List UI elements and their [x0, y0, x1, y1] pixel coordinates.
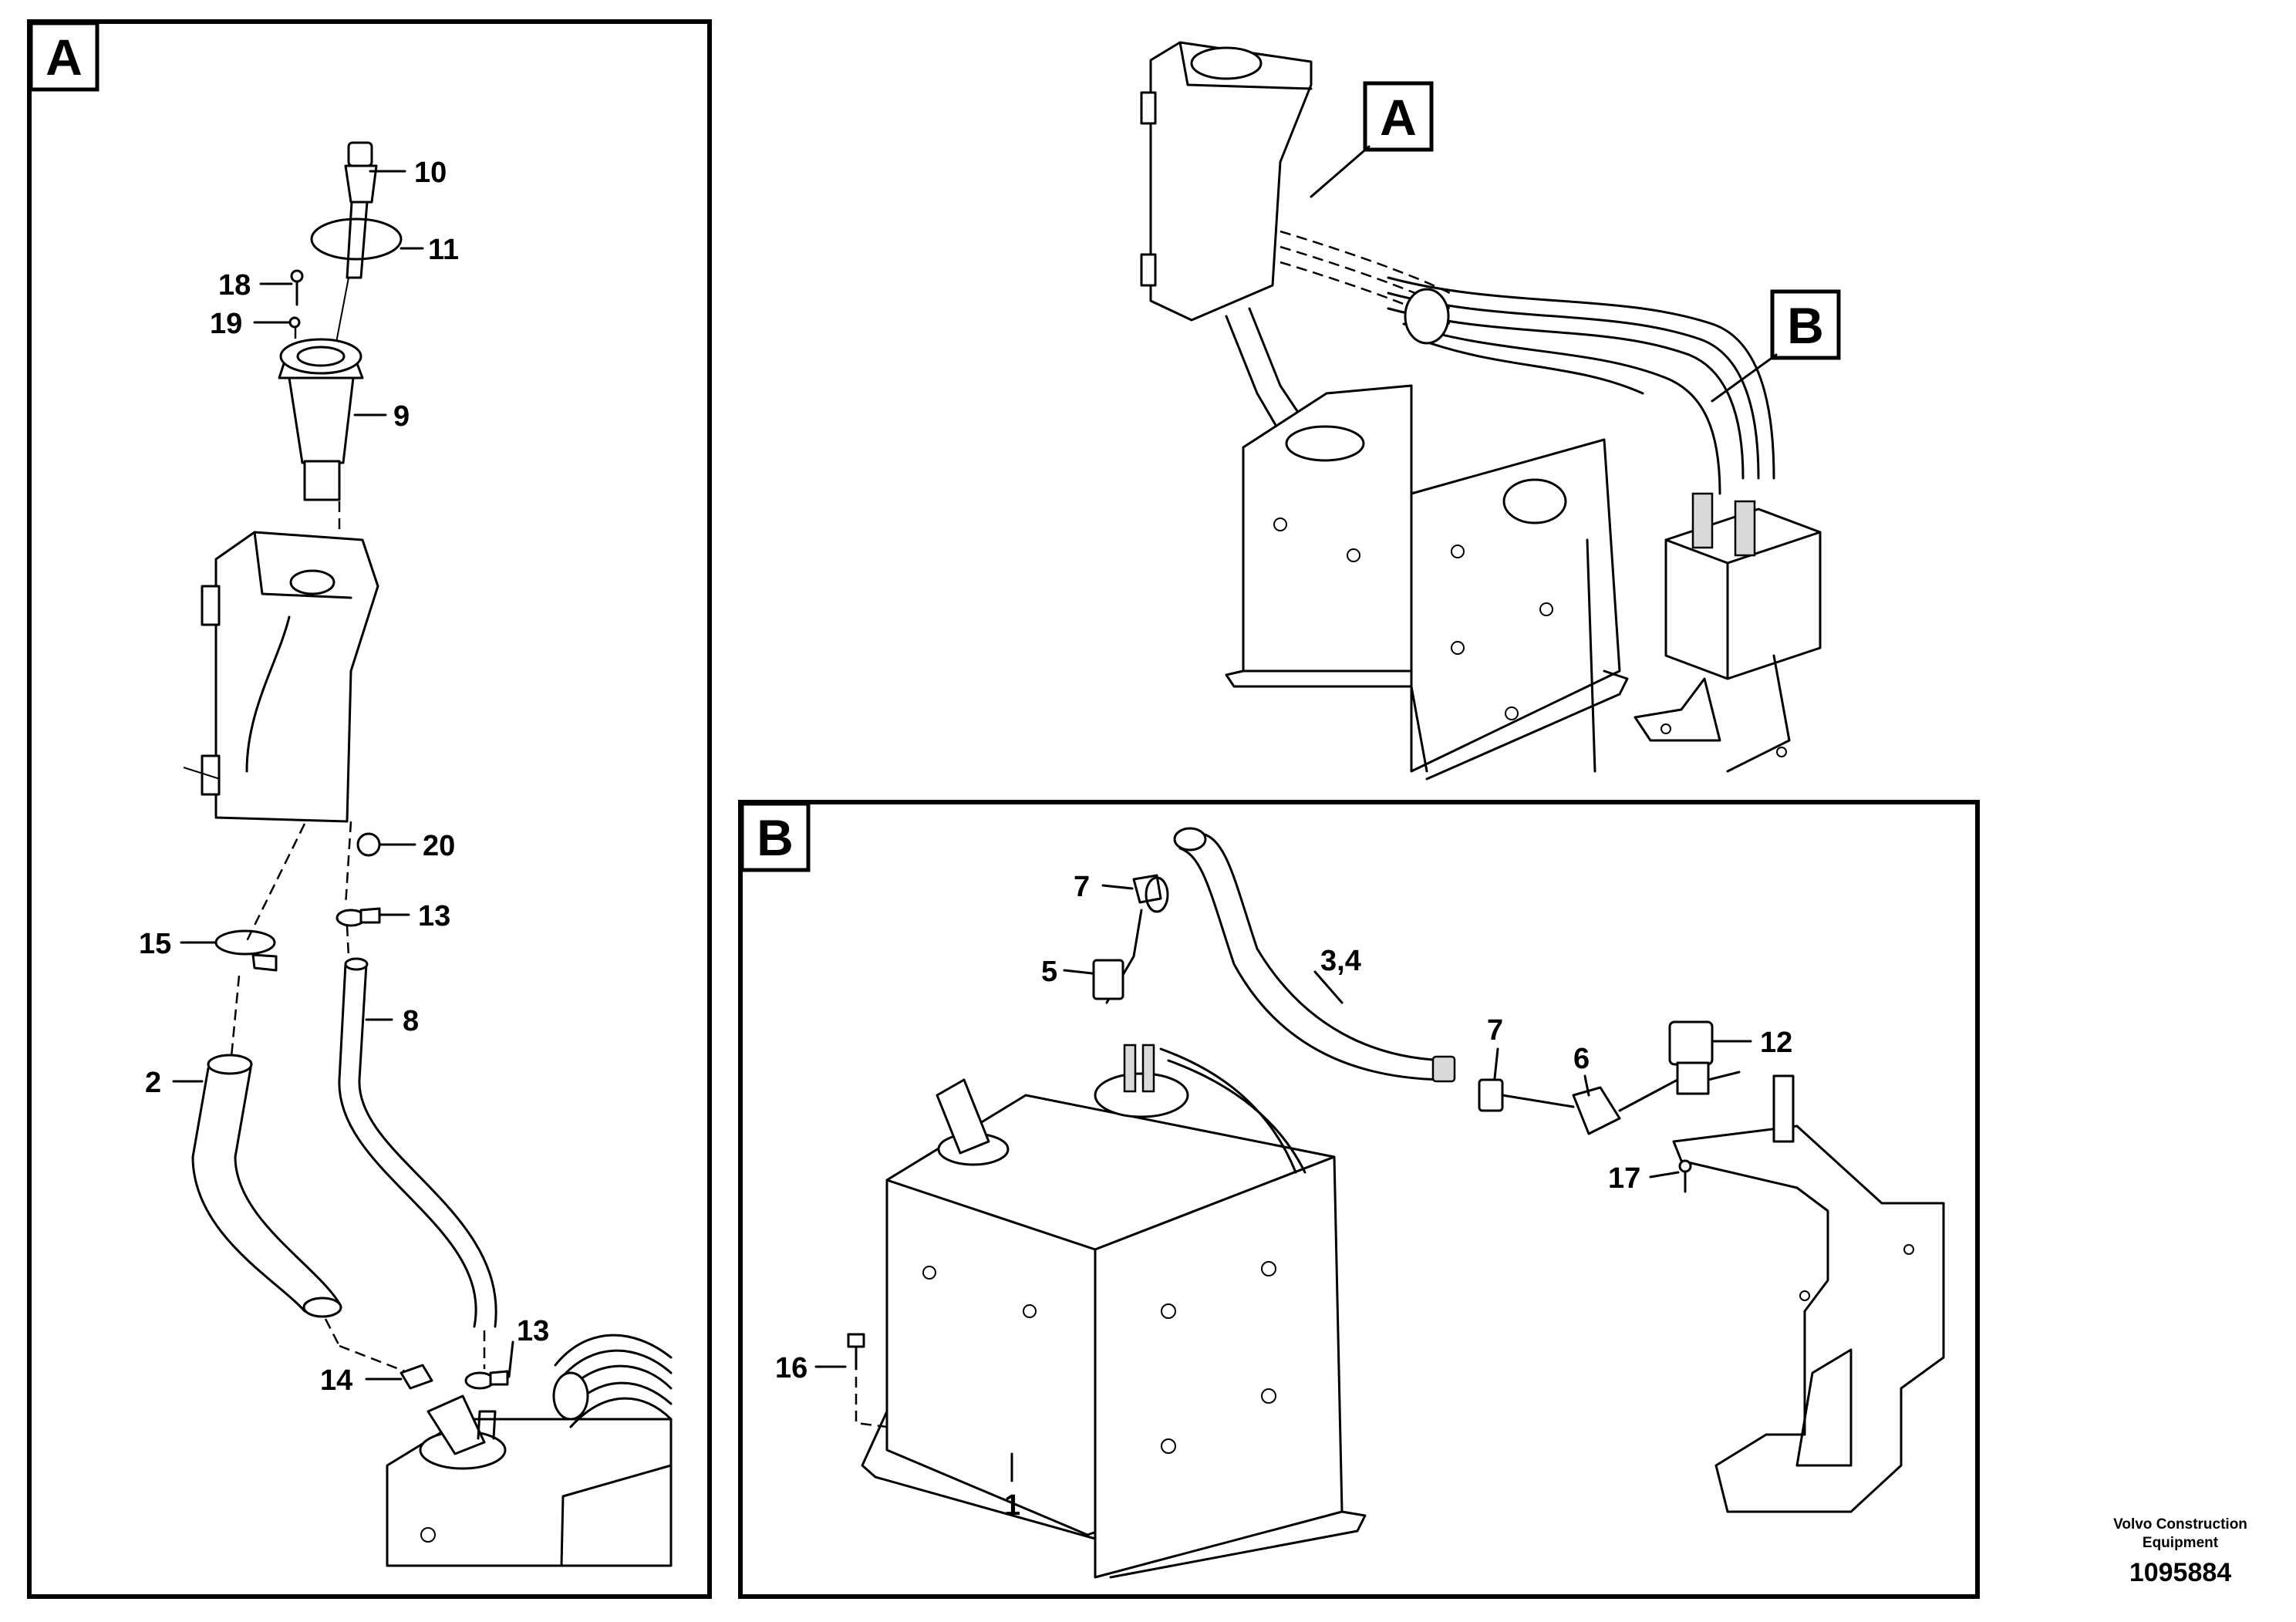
pointer-a-box	[1363, 81, 1434, 152]
panel-a-label: A	[46, 29, 83, 86]
panel-a-label-box	[29, 21, 99, 92]
screw-18	[290, 269, 304, 306]
overview-assembly: A B	[1140, 41, 1841, 781]
panel-b: B	[738, 800, 1980, 1599]
o-ring	[310, 218, 403, 261]
clamp-15	[214, 929, 278, 972]
callout-10: 10	[414, 157, 447, 189]
panel-b-label-box	[740, 801, 811, 872]
footer: Volvo Construction Equipment 1095884	[2113, 1516, 2247, 1587]
grommet	[356, 832, 381, 857]
footer-company-line2: Equipment	[2143, 1535, 2219, 1551]
callout-3-4: 3,4	[1320, 945, 1361, 977]
clamp-14	[400, 1364, 433, 1390]
elbow-6	[1572, 1086, 1621, 1135]
clamp-13-lower	[464, 1370, 509, 1390]
callout-17: 17	[1608, 1162, 1640, 1195]
sender-connector	[1092, 959, 1124, 1000]
callout-19: 19	[210, 308, 242, 340]
hose-8	[338, 963, 477, 1328]
callout-8: 8	[403, 1005, 419, 1037]
callout-9: 9	[393, 400, 410, 433]
callout-11: 11	[428, 234, 459, 266]
callout-2: 2	[145, 1067, 161, 1099]
pointer-b-label: B	[1787, 297, 1824, 354]
washer-19	[288, 316, 301, 329]
callout-13-lower: 13	[517, 1315, 549, 1347]
fuel-tank	[861, 1044, 1367, 1579]
callout-5: 5	[1041, 956, 1057, 988]
callout-16: 16	[775, 1352, 807, 1384]
callout-13-upper: 13	[418, 900, 450, 932]
clip-7-lower	[1478, 1078, 1504, 1112]
solenoid-valve	[1618, 1020, 1741, 1112]
panel-b-label: B	[757, 809, 794, 866]
callout-14: 14	[320, 1364, 352, 1397]
callout-18: 18	[218, 269, 251, 302]
pointer-a-label: A	[1380, 89, 1417, 146]
panel-a-frame	[27, 19, 712, 1599]
callout-6: 6	[1573, 1043, 1590, 1075]
callout-12: 12	[1760, 1027, 1792, 1059]
footer-company-line1: Volvo Construction	[2113, 1516, 2247, 1533]
panel-a: A	[27, 19, 712, 1599]
callout-20: 20	[423, 830, 455, 862]
hose-2	[191, 1067, 306, 1313]
callout-15: 15	[139, 928, 171, 960]
filler-neck	[278, 338, 364, 501]
hose-3-4	[1178, 847, 1451, 1081]
filler-shroud	[183, 531, 379, 823]
footer-drawing-number: 1095884	[2129, 1558, 2231, 1587]
callout-7-lower: 7	[1487, 1014, 1503, 1047]
mounting-bracket	[1672, 1074, 1945, 1513]
tank-partial	[386, 1334, 673, 1567]
pointer-b-box	[1770, 289, 1841, 360]
screw-17	[1678, 1159, 1692, 1193]
callout-7-upper: 7	[1074, 871, 1090, 903]
panel-b-frame	[738, 800, 1980, 1599]
screw-16	[847, 1333, 888, 1428]
callout-1: 1	[1004, 1489, 1020, 1522]
clamp-13-upper	[335, 907, 381, 927]
